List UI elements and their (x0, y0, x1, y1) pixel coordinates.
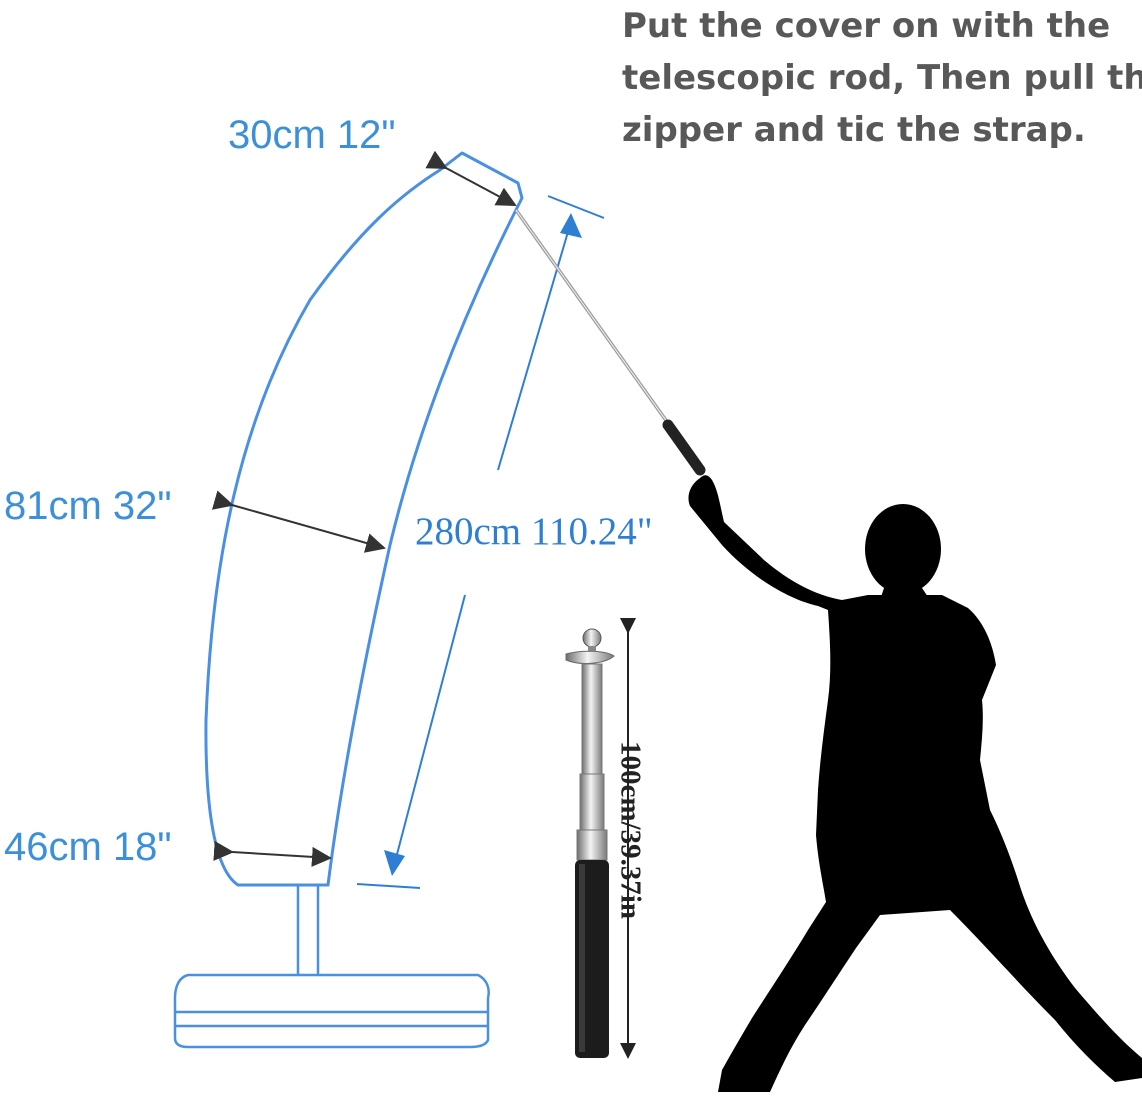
middle-width-arrow (211, 490, 386, 553)
telescopic-rod-collapsed (565, 618, 636, 1059)
person-silhouette (688, 475, 1142, 1092)
instruction-line-3: zipper and tic the strap. (622, 110, 1086, 150)
middle-width-label: 81cm 32" (4, 484, 172, 528)
instruction-line-1: Put the cover on with the (622, 6, 1111, 46)
height-arrow (356, 195, 605, 889)
total-height-label: 280cm 110.24" (415, 510, 653, 553)
instruction-text: Put the cover on with the telescopic rod… (622, 0, 1142, 156)
rod-length-label: 100cm/39.37in (614, 740, 647, 920)
umbrella-cover-outline (173, 151, 524, 1049)
top-width-arrow (425, 150, 517, 206)
telescopic-rod-extended (514, 208, 706, 476)
bottom-width-arrow (213, 840, 332, 867)
bottom-width-label: 46cm 18" (4, 825, 172, 869)
instruction-line-2: telescopic rod, Then pull the (622, 58, 1142, 98)
top-width-label: 30cm 12" (228, 113, 396, 157)
